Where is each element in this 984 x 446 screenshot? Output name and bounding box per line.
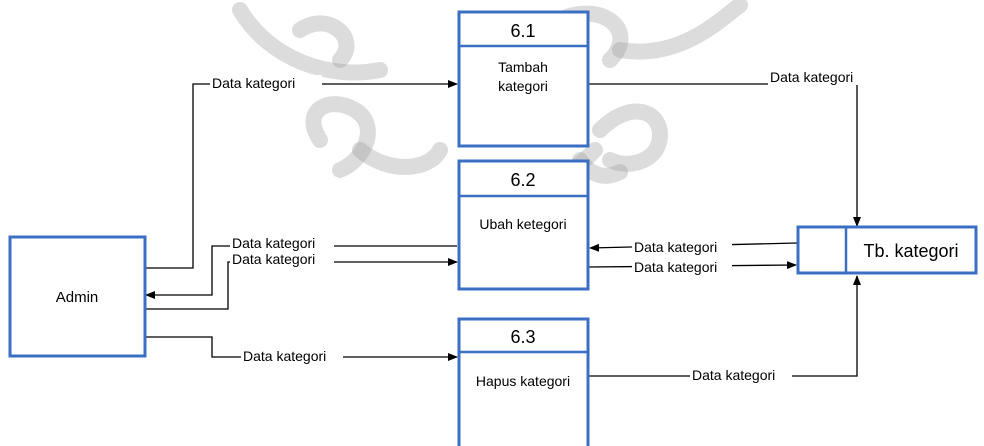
process-label: Tambah [498,59,548,75]
flow-ubah-to-admin [145,245,457,299]
flow-label: Data kategori [770,69,853,85]
datastore-tb-kategori: Tb. kategori [796,225,978,275]
flow-label: Data kategori [212,75,295,91]
process-number: 6.2 [510,170,535,190]
flow-hapus-to-store [589,275,861,377]
flow-label: Data kategori [692,367,775,383]
flow-label: Data kategori [232,235,315,251]
process-6-1: 6.1 Tambah kategori [457,10,590,148]
process-label: Hapus kategori [476,373,570,389]
flow-label: Data kategori [634,259,717,275]
process-6-3: 6.3 Hapus kategori [457,317,590,446]
flow-admin-to-tambah [145,80,458,269]
flow-label: Data kategori [232,251,315,267]
flow-label: Data kategori [243,348,326,364]
flow-label: Data kategori [634,239,717,255]
flow-admin-to-ubah [145,258,458,310]
process-label: kategori [498,78,548,94]
process-6-2: 6.2 Ubah ketegori [457,159,590,291]
process-number: 6.1 [510,21,535,41]
entity-admin-label: Admin [56,289,99,306]
datastore-label: Tb. kategori [863,241,958,261]
process-number: 6.3 [510,327,535,347]
flow-labels: Data kategori Data kategori Data kategor… [210,69,868,383]
entity-admin: Admin [8,235,147,358]
process-label: Ubah ketegori [479,216,566,232]
